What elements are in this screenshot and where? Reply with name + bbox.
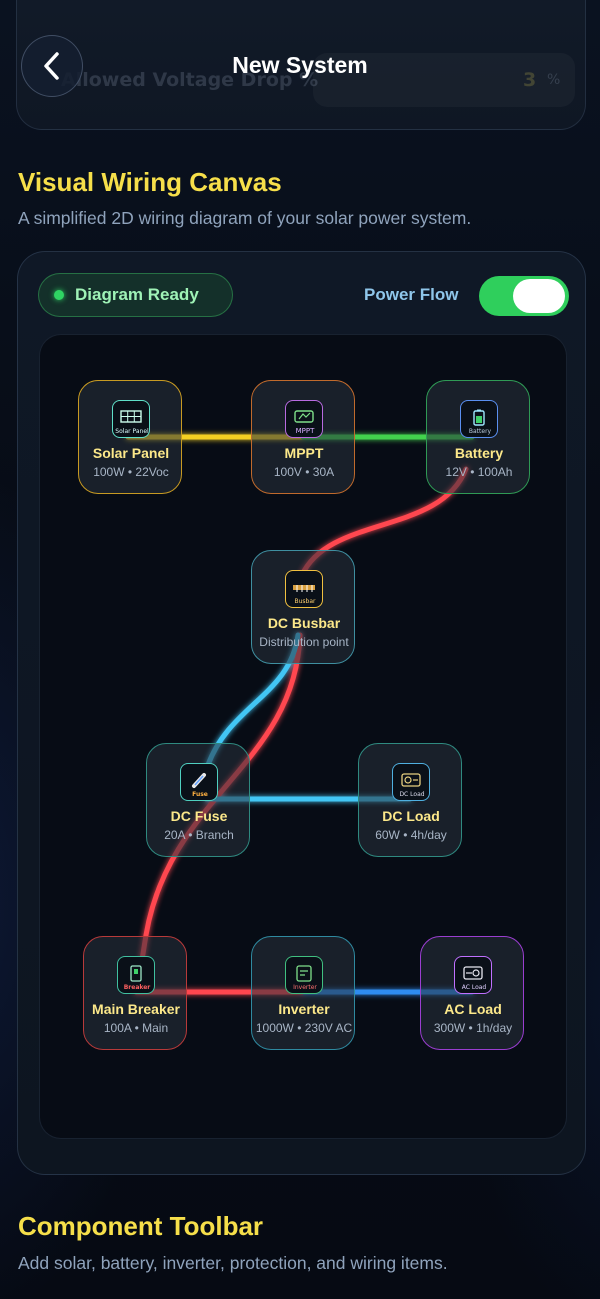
voltage-drop-unit: % <box>547 72 561 88</box>
node-dc-busbar[interactable]: Busbar DC Busbar Distribution point <box>251 550 355 664</box>
toggle-knob <box>513 279 565 313</box>
inverter-icon: Inverter <box>285 956 323 994</box>
breaker-icon: Breaker <box>117 956 155 994</box>
node-inverter[interactable]: Inverter Inverter 1000W • 230V AC <box>251 936 355 1050</box>
battery-spec: 12V • 100Ah <box>445 465 513 479</box>
voltage-drop-label: Allowed Voltage Drop % <box>61 69 319 91</box>
node-solar-panel[interactable]: Solar Panel Solar Panel 100W • 22Voc <box>78 380 182 494</box>
ac-load-tag: AC Load <box>461 984 487 991</box>
battery-tag: Battery <box>468 428 492 435</box>
solar-panel-title: Solar Panel <box>92 445 170 461</box>
toolbar-section-subtitle: Add solar, battery, inverter, protection… <box>18 1253 448 1273</box>
dc-load-icon: DC Load <box>392 763 430 801</box>
node-dc-load[interactable]: DC Load DC Load 60W • 4h/day <box>358 743 462 857</box>
solar-panel-spec: 100W • 22Voc <box>93 465 169 479</box>
status-text: Diagram Ready <box>75 285 199 304</box>
wiring-diagram: Solar Panel Solar Panel 100W • 22Voc MPP… <box>39 334 567 1139</box>
status-badge: Diagram Ready <box>38 273 233 317</box>
ac-load-icon: AC Load <box>454 956 492 994</box>
node-mppt[interactable]: MPPT MPPT 100V • 30A <box>251 380 355 494</box>
dc-load-spec: 60W • 4h/day <box>375 828 447 842</box>
dc-busbar-title: DC Busbar <box>267 615 341 631</box>
battery-title: Battery <box>454 445 504 461</box>
status-dot <box>54 290 64 300</box>
dc-busbar-spec: Distribution point <box>259 635 349 649</box>
dc-load-title: DC Load <box>382 808 440 824</box>
node-dc-fuse[interactable]: Fuse DC Fuse 20A • Branch <box>146 743 250 857</box>
dc-fuse-spec: 20A • Branch <box>164 828 234 842</box>
power-flow-toggle[interactable] <box>479 276 569 316</box>
battery-icon: Battery <box>460 400 498 438</box>
breaker-tag: Breaker <box>123 984 151 991</box>
mppt-tag: MPPT <box>295 427 315 435</box>
node-battery[interactable]: Battery Battery 12V • 100Ah <box>426 380 530 494</box>
main-breaker-title: Main Breaker <box>92 1001 180 1017</box>
power-flow-label: Power Flow <box>364 285 459 304</box>
page-title: New System <box>232 52 368 78</box>
fuse-tag: Fuse <box>192 791 208 798</box>
mppt-icon: MPPT <box>285 400 323 438</box>
dc-fuse-title: DC Fuse <box>170 808 228 824</box>
wiring-canvas-card: Diagram Ready Power Flow <box>17 251 586 1175</box>
node-main-breaker[interactable]: Breaker Main Breaker 100A • Main <box>83 936 187 1050</box>
ac-load-title: AC Load <box>444 1001 502 1017</box>
mppt-spec: 100V • 30A <box>273 465 335 479</box>
solar-panel-tag: Solar Panel <box>115 428 149 435</box>
settings-card: Allowed Voltage Drop % 3 % <box>16 0 586 130</box>
toolbar-section-title: Component Toolbar <box>18 1211 264 1241</box>
voltage-drop-value: 3 <box>523 69 537 91</box>
busbar-tag: Busbar <box>294 598 316 605</box>
inverter-spec: 1000W • 230V AC <box>255 1021 353 1035</box>
ac-load-spec: 300W • 1h/day <box>433 1021 513 1035</box>
fuse-icon: Fuse <box>180 763 218 801</box>
canvas-section-title: Visual Wiring Canvas <box>18 167 282 197</box>
canvas-section-subtitle: A simplified 2D wiring diagram of your s… <box>18 208 472 228</box>
node-ac-load[interactable]: AC Load AC Load 300W • 1h/day <box>420 936 524 1050</box>
busbar-icon: Busbar <box>285 570 323 608</box>
dc-load-tag: DC Load <box>399 791 425 798</box>
inverter-tag: Inverter <box>293 984 317 991</box>
solar-panel-icon: Solar Panel <box>112 400 150 438</box>
mppt-title: MPPT <box>284 445 324 461</box>
back-button[interactable] <box>21 35 83 97</box>
main-breaker-spec: 100A • Main <box>103 1021 169 1035</box>
chevron-left-icon <box>44 52 59 80</box>
inverter-title: Inverter <box>278 1001 330 1017</box>
